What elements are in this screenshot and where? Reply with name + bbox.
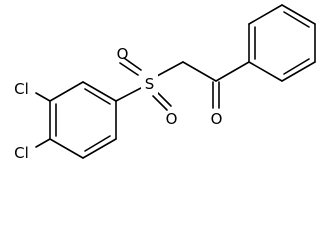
cl-upper-label: Cl: [14, 80, 29, 98]
cl-lower-label: Cl: [14, 144, 29, 162]
dichlorophenyl-ring: [49, 81, 117, 159]
bond-sulfur-to-oxygen-bottom-a: [156, 91, 172, 107]
sulfonyl-oxygen-bottom-label: O: [166, 110, 178, 128]
ring-a-bond-1: [82, 81, 117, 102]
bond-ring-to-cl-lower: [35, 138, 51, 148]
ring-b-inner-bond-2: [283, 11, 310, 28]
sulfonyl-oxygen-top-label: O: [117, 45, 129, 63]
ring-a-bond-6: [49, 81, 84, 102]
ring-b-bond-5: [281, 61, 316, 82]
bond-sulfur-to-oxygen-top-a: [119, 62, 139, 76]
ring-a-bond-3: [82, 138, 117, 159]
ring-b-inner-bond-3: [283, 58, 310, 75]
sulfur-label-bg: [141, 74, 158, 94]
bond-sulfur-to-oxygen-top-b: [123, 57, 142, 71]
bond-ring-to-cl-upper: [35, 92, 51, 102]
ring-b-bond-3: [281, 4, 316, 25]
ring-a-inner-bond-1: [84, 88, 111, 105]
sulfur-label: S: [145, 75, 155, 93]
chemical-structure-diagram: S O O O Cl Cl: [14, 4, 316, 162]
ring-b-bond-6: [248, 61, 283, 82]
bond-carbonyl-to-phenyl: [215, 61, 250, 82]
ring-b-bond-2: [248, 4, 283, 25]
ring-a-bond-4: [49, 138, 84, 159]
bond-sulfur-to-methylene: [156, 61, 184, 77]
ring-a-inner-bond-2: [84, 135, 111, 152]
bond-ring-to-sulfur: [115, 87, 142, 102]
bond-methylene-to-carbonyl: [182, 61, 217, 82]
bond-sulfur-to-oxygen-bottom-b: [152, 95, 168, 111]
phenyl-ring: [248, 4, 316, 82]
carbonyl-oxygen-label: O: [211, 110, 223, 128]
